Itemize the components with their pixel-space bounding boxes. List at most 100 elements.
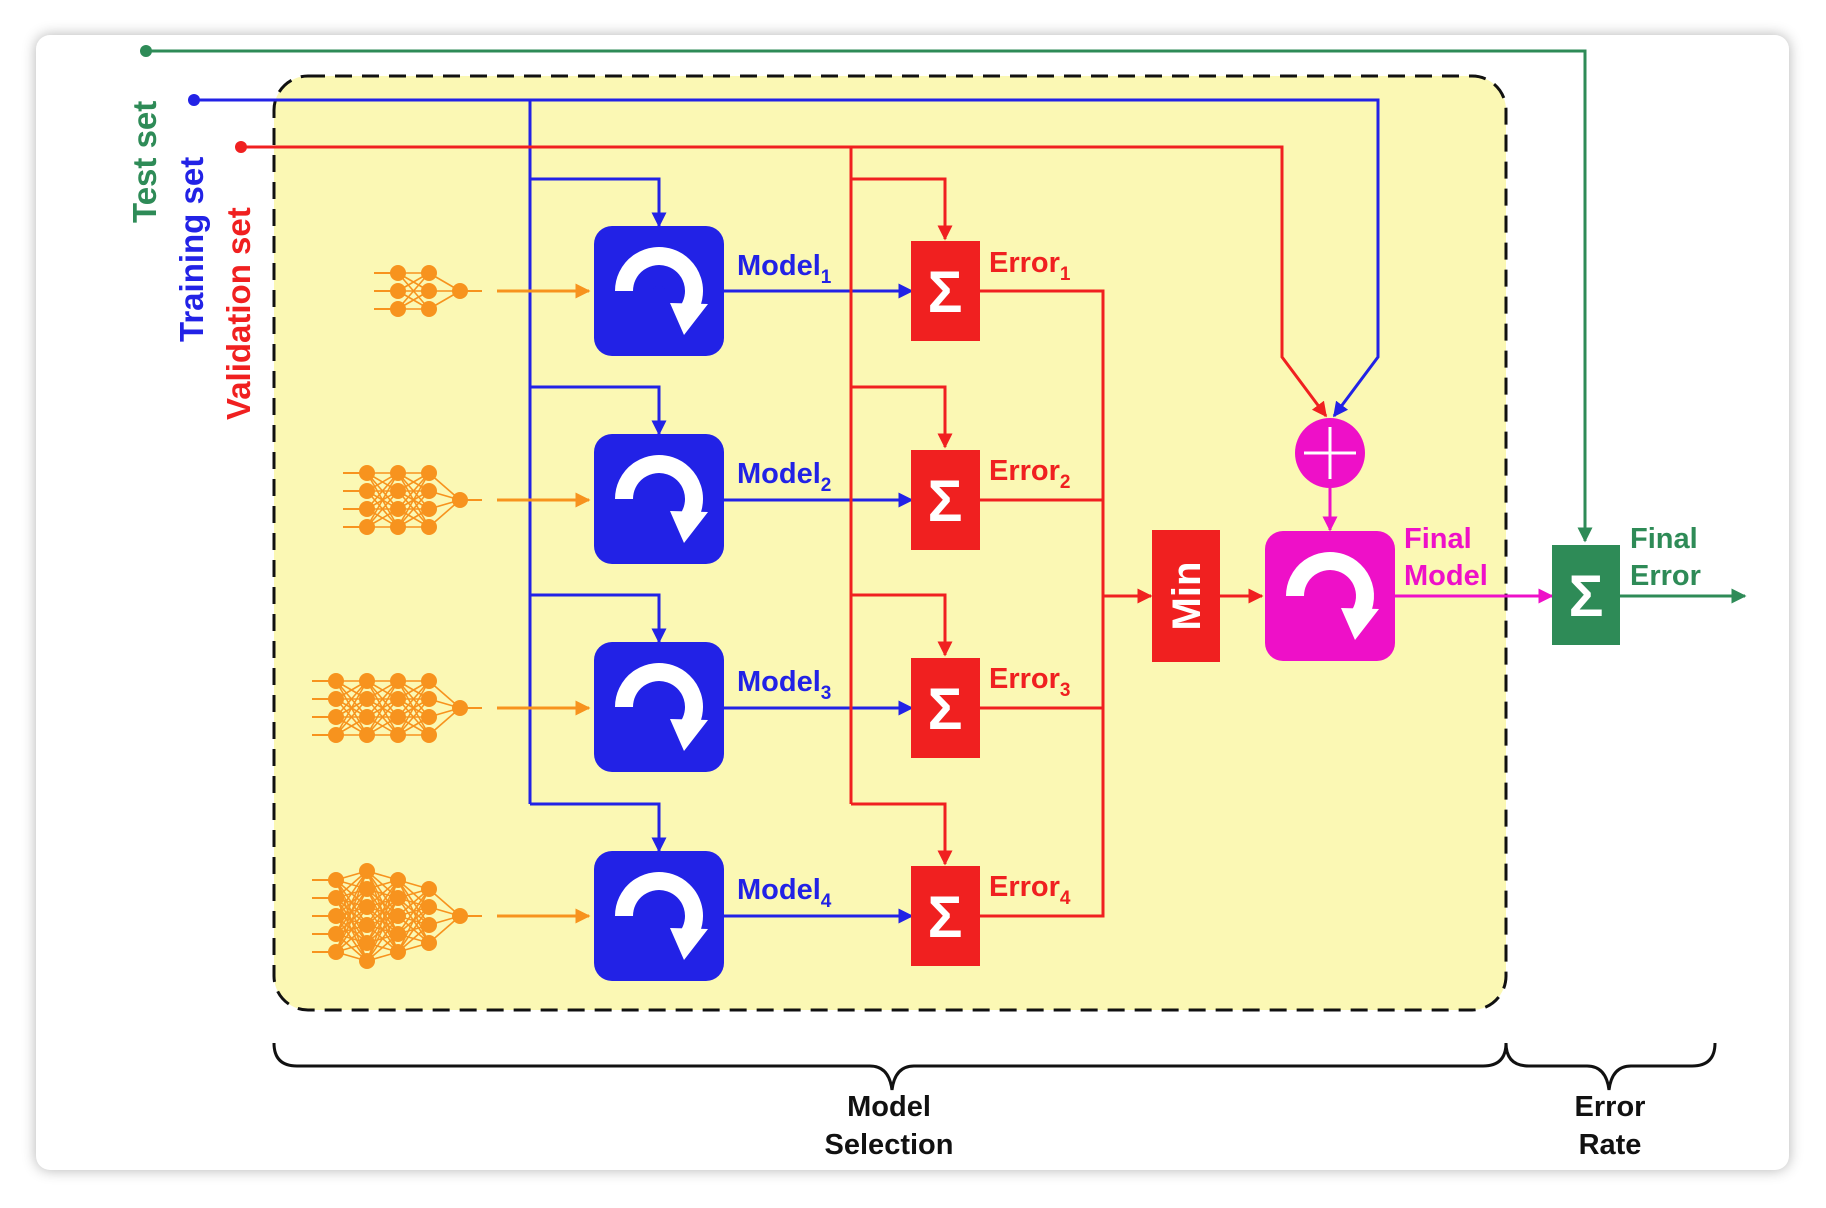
network-node — [390, 265, 406, 281]
refresh-icon — [615, 872, 708, 960]
network-edge — [366, 915, 399, 962]
model-selection-bracket — [272, 1042, 1508, 1091]
refresh-icon — [615, 455, 708, 543]
network-node — [421, 501, 437, 517]
network-node — [359, 727, 375, 743]
network-node — [390, 301, 406, 317]
network-edge — [397, 680, 430, 736]
refresh-icon — [615, 663, 708, 751]
network-node — [359, 691, 375, 707]
final-model-label: Final — [1404, 523, 1472, 555]
test-set-label: Test set — [126, 101, 163, 223]
network-node — [390, 890, 406, 906]
error-rate-label: Error — [1575, 1091, 1646, 1123]
network-node — [390, 727, 406, 743]
model-selection-label: Model — [847, 1091, 931, 1123]
network-edge — [366, 472, 399, 528]
final-error-label: Final — [1630, 523, 1698, 555]
network-node — [452, 283, 468, 299]
network-node — [359, 953, 375, 969]
network-node — [359, 465, 375, 481]
network-node — [421, 727, 437, 743]
network-arrows — [497, 283, 591, 924]
network-node — [359, 483, 375, 499]
neural-network-icon — [312, 673, 482, 743]
network-node — [359, 709, 375, 725]
network-node — [390, 926, 406, 942]
network-node — [359, 935, 375, 951]
network-node — [421, 691, 437, 707]
error-sum-block-4: Σ — [911, 866, 980, 966]
error-label-4: Error4 — [989, 871, 1071, 909]
network-node — [390, 519, 406, 535]
network-node — [421, 673, 437, 689]
model-block-4 — [594, 851, 724, 981]
model-selection-panel — [272, 74, 1508, 1012]
model-label-1: Model1 — [737, 250, 832, 288]
network-edge — [397, 888, 430, 953]
refresh-icon — [615, 247, 708, 335]
final-model-label-2: Model — [1404, 560, 1488, 592]
final-error-label-2: Error — [1630, 560, 1701, 592]
network-node — [328, 890, 344, 906]
error-rate-bracket — [1504, 1042, 1717, 1091]
network-node — [421, 265, 437, 281]
error-label-1: Error1 — [989, 247, 1071, 285]
network-node — [359, 863, 375, 879]
network-edge — [366, 680, 399, 736]
model-block-3 — [594, 642, 724, 772]
network-edge — [335, 680, 368, 736]
min-label: Min — [1165, 562, 1209, 631]
network-node — [421, 301, 437, 317]
network-edge — [397, 472, 430, 528]
network-node — [421, 465, 437, 481]
error-sum-block-1: Σ — [911, 241, 980, 341]
network-edge — [335, 870, 368, 935]
network-node — [328, 944, 344, 960]
model-selection-label-2: Selection — [825, 1129, 954, 1161]
validation-set-label: Validation set — [220, 207, 257, 420]
model-label-4: Model4 — [737, 874, 832, 912]
network-node — [421, 899, 437, 915]
network-edge — [366, 879, 399, 926]
network-node — [452, 492, 468, 508]
network-edge — [335, 870, 368, 917]
model-label-2: Model2 — [737, 458, 831, 496]
error-label-2: Error2 — [989, 455, 1071, 493]
network-node — [452, 908, 468, 924]
network-node — [359, 917, 375, 933]
test-set-line — [140, 45, 1593, 543]
network-node — [328, 908, 344, 924]
model-block-1 — [594, 226, 724, 356]
network-edge — [366, 879, 399, 944]
network-node — [390, 673, 406, 689]
network-node — [390, 709, 406, 725]
network-node — [390, 691, 406, 707]
refresh-icon — [1286, 552, 1379, 640]
network-node — [421, 881, 437, 897]
neural-network-icon — [312, 863, 482, 969]
final-model-block — [1265, 531, 1395, 661]
network-node — [359, 519, 375, 535]
sigma-icon: Σ — [928, 469, 963, 534]
training-set-label: Training set — [173, 157, 210, 342]
network-node — [390, 872, 406, 888]
min-block: Min — [1152, 530, 1220, 662]
network-node — [328, 872, 344, 888]
network-node — [390, 908, 406, 924]
final-error-sum-block: Σ — [1552, 545, 1620, 645]
model-label-3: Model3 — [737, 666, 831, 704]
network-edge — [335, 888, 368, 953]
training-set-lines — [188, 94, 1380, 924]
network-edge — [397, 906, 430, 953]
network-node — [328, 691, 344, 707]
network-node — [421, 483, 437, 499]
network-node — [328, 926, 344, 942]
network-node — [421, 917, 437, 933]
network-edge — [335, 906, 368, 953]
network-node — [359, 501, 375, 517]
error-sum-block-3: Σ — [911, 658, 980, 758]
network-edge — [366, 897, 399, 962]
sigma-icon: Σ — [1569, 564, 1604, 629]
